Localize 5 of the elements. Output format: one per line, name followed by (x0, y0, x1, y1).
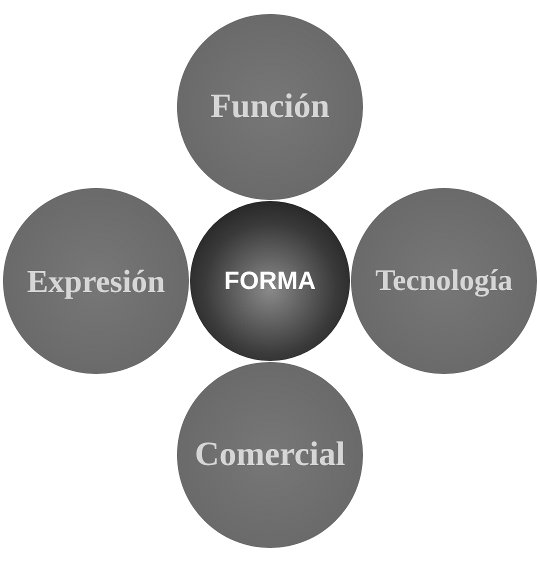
petal-label: Comercial (194, 436, 346, 474)
petal-label: Función (210, 88, 330, 126)
center-label: FORMA (224, 266, 316, 296)
petal-label: Expresión (26, 262, 166, 300)
petal-label: Tecnología (375, 264, 513, 298)
